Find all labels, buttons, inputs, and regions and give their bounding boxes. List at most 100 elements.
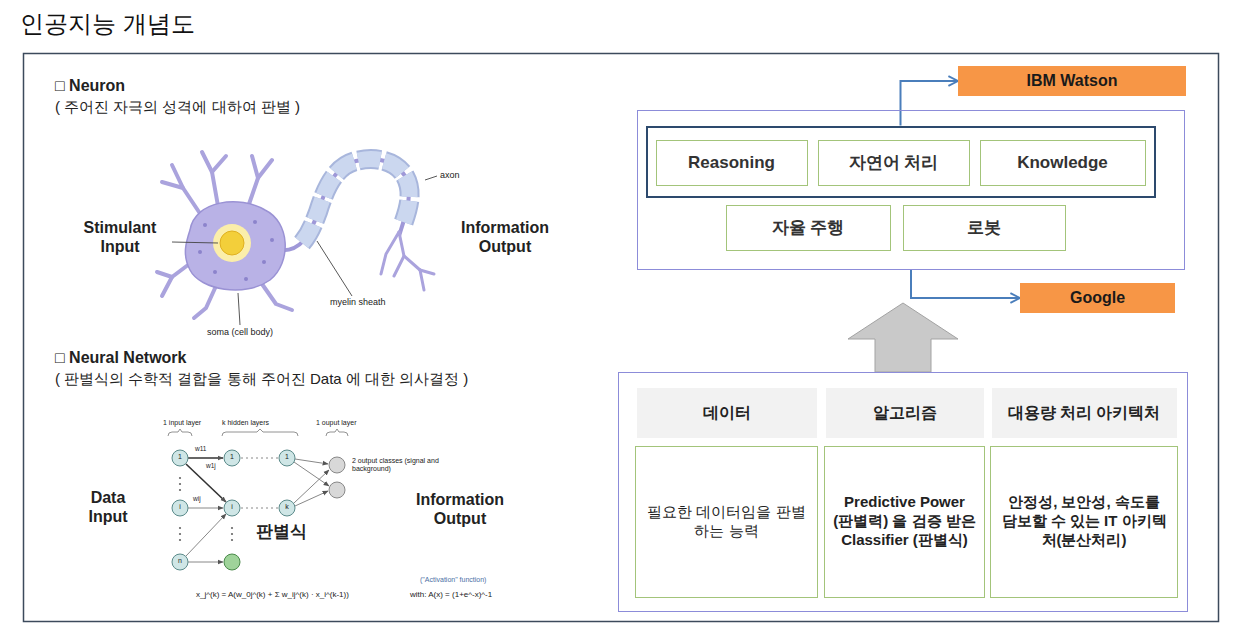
node-index: 1	[226, 453, 238, 461]
layer-bracket	[168, 429, 192, 436]
column-body: 필요한 데이터임을 판별하는 능력	[635, 446, 818, 598]
neuron-node	[172, 450, 345, 570]
ellipsis-dot	[231, 539, 233, 541]
neuron-node	[329, 457, 345, 473]
section-note: ( 판별식의 수학적 결합을 통해 주어진 Data 에 대한 의사결정 )	[55, 370, 535, 388]
column-header: 데이터	[637, 388, 817, 438]
box-text: IBM Watson	[1027, 71, 1118, 91]
ellipsis-dot	[179, 533, 181, 535]
group-frame: Reasoning 자연어 처리 Knowledge	[646, 126, 1156, 198]
group-frame: 데이터 알고리즘 대용량 처리 아키텍처필요한 데이터임을 판별하는 능력 Predi…	[618, 372, 1188, 612]
soma-dot	[198, 220, 274, 281]
group-frame: Reasoning 자연어 처리 Knowledge 자율 주행 로봇	[637, 110, 1185, 270]
flow-block-arrow	[848, 303, 958, 372]
neuron-node	[172, 500, 188, 516]
box-text: 대용량 처리 아키텍처	[1008, 403, 1161, 423]
formula: x_j^(k) = A(w_0j^(k) + Σ w_ij^(k) · x_i^…	[196, 590, 349, 600]
formula-note: ("Activation" function)	[420, 576, 486, 584]
layer-bracket	[326, 429, 348, 436]
node-index: k	[281, 503, 293, 511]
section-heading: □ Neuron	[55, 76, 125, 95]
neuron-node	[279, 500, 295, 516]
layer-bracket	[168, 429, 348, 436]
myelin-sheath	[302, 159, 410, 243]
axon	[280, 159, 409, 250]
box-text: Knowledge	[1017, 152, 1108, 173]
layer-label: 1 input layer	[163, 419, 201, 427]
neuron-illustration	[157, 152, 437, 325]
neuron-node	[329, 482, 345, 498]
ellipsis-dot	[179, 527, 181, 529]
box-text: 안정성, 보안성, 속도를 담보할 수 있는 IT 아키텍처(분산처리)	[999, 493, 1169, 549]
box-text: 로봇	[967, 217, 1001, 238]
capability-box: 자율 주행	[726, 205, 891, 251]
column-header: 대용량 처리 아키텍처	[992, 388, 1177, 438]
node-index: i	[174, 503, 186, 511]
box-text: 필요한 데이터임을 판별하는 능력	[644, 503, 809, 541]
soma-dot	[213, 270, 217, 274]
link-arrow	[911, 270, 1020, 298]
leader-line	[317, 241, 352, 296]
capability-box: Reasoning	[656, 140, 808, 186]
network-link	[188, 508, 223, 509]
soma-dot	[270, 238, 274, 242]
node-index: 1	[174, 453, 186, 461]
neural-network-illustration	[168, 429, 348, 570]
dendrite	[252, 156, 258, 178]
axon-terminal	[399, 232, 420, 270]
layer-label: k hidden layers	[222, 419, 269, 427]
network-link	[294, 462, 329, 486]
box-text: 알고리즘	[873, 403, 937, 423]
formula: with: A(x) = (1+e^-x)^-1	[410, 590, 492, 600]
capability-box: 로봇	[903, 205, 1066, 251]
part-label: soma (cell body)	[207, 327, 273, 338]
nucleus	[220, 231, 244, 255]
capability-box: Knowledge	[980, 140, 1146, 186]
ellipsis-dot	[179, 539, 181, 541]
leader-line	[238, 293, 240, 325]
ellipsis-dot	[231, 527, 233, 529]
weight-label: w1j	[206, 462, 216, 470]
page-title: 인공지능 개념도	[20, 10, 195, 39]
neuron-node	[224, 554, 240, 570]
weight-label: w11	[195, 445, 206, 453]
box-text: Google	[1070, 288, 1125, 308]
dendrite	[157, 272, 172, 277]
myelin-sheath	[302, 159, 410, 243]
leader-line	[425, 176, 437, 180]
network-link	[295, 491, 328, 506]
column-body: Predictive Power (판별력) 을 검증 받은 Classifie…	[824, 446, 985, 598]
node-index: i	[226, 503, 238, 511]
ellipsis-dot	[179, 477, 181, 479]
layer-label: 2 output classes (signal and background)	[352, 457, 447, 474]
box-text: 데이터	[703, 403, 751, 423]
layer-bracket	[222, 429, 298, 436]
section-note: ( 주어진 자극의 성격에 대하여 판별 )	[55, 98, 300, 116]
io-label: Data Input	[78, 488, 138, 526]
column-header: 알고리즘	[826, 388, 984, 438]
axon-terminal	[420, 270, 424, 290]
section-heading: □ Neural Network	[55, 348, 186, 367]
ellipsis-dot	[231, 533, 233, 535]
io-label: Stimulant Input	[70, 218, 170, 256]
soma-dot	[198, 250, 202, 254]
network-link	[295, 459, 328, 464]
node-index: 1	[281, 453, 293, 461]
leader-line	[172, 176, 437, 325]
network-link	[186, 458, 329, 562]
capability-box: 자연어 처리	[818, 140, 970, 186]
weight-label: wij	[193, 495, 201, 503]
neuron-node	[172, 450, 188, 466]
box-text: Reasoning	[688, 152, 775, 173]
soma-dot	[262, 260, 266, 264]
vendor-box: IBM Watson	[958, 66, 1186, 96]
network-link	[186, 514, 226, 556]
io-label: Information Output	[395, 490, 525, 528]
link-arrow	[901, 81, 959, 126]
box-text: Predictive Power (판별력) 을 검증 받은 Classifie…	[833, 493, 976, 549]
discriminant-label: 판별식	[254, 522, 309, 542]
dendrite	[248, 160, 272, 207]
soma-dot	[244, 277, 248, 281]
